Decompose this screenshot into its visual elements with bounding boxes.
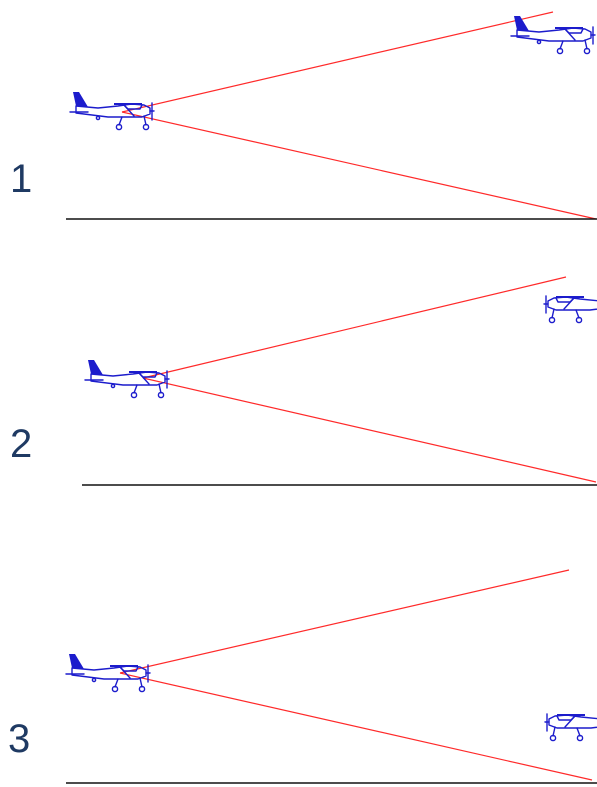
lower-sight-line [122,112,596,219]
lower-sight-line [120,673,592,780]
panel-number-1: 1 [10,159,32,199]
observer-aircraft-icon [70,92,154,130]
upper-sight-line [120,570,569,673]
panel-3 [66,570,597,783]
target-aircraft-icon [511,16,595,54]
observer-aircraft-icon [85,360,169,398]
target-aircraft-icon [544,285,597,323]
observer-aircraft-icon [66,654,150,692]
lower-sight-line [143,378,596,482]
panel-1 [66,12,597,219]
target-aircraft-icon [545,703,597,741]
panel-2 [82,277,597,485]
upper-sight-line [143,277,566,378]
panel-number-2: 2 [10,424,32,464]
upper-sight-line [122,12,553,112]
panel-number-3: 3 [8,719,30,759]
